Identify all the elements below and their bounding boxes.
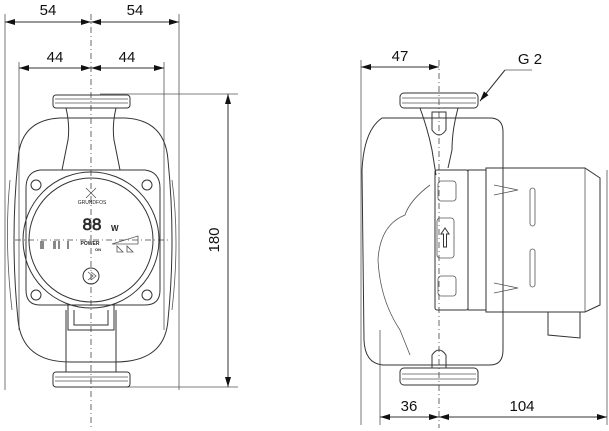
dim-outer-right: 54 xyxy=(127,2,144,19)
pump-housing xyxy=(13,117,173,363)
brand-logo-icon xyxy=(85,187,97,199)
pump-housing xyxy=(361,117,504,366)
dim-inner-left: 44 xyxy=(47,49,64,66)
housing-edge xyxy=(7,179,13,311)
bottom-thread xyxy=(52,371,131,388)
chevron-right-icon xyxy=(87,271,97,281)
head-recess xyxy=(437,180,457,202)
speed-curve-icon xyxy=(111,235,139,245)
pipe-neck xyxy=(65,310,117,372)
terminal-box xyxy=(67,305,115,331)
flow-direction-plate xyxy=(436,217,455,259)
cooling-slot xyxy=(529,248,536,288)
pump-head xyxy=(434,169,469,311)
leader-arrow xyxy=(479,69,506,102)
dim-bottom-right: 104 xyxy=(509,398,534,415)
control-face-outer xyxy=(22,171,160,309)
power-display: 88 xyxy=(83,215,102,234)
mode-indicator-leds xyxy=(40,241,69,249)
cable-plug xyxy=(547,312,581,339)
side-view: 47 G 2 36 104 xyxy=(360,48,608,428)
pipe-neck xyxy=(61,107,121,171)
housing-edge xyxy=(171,179,177,311)
bolt-hole xyxy=(30,179,42,191)
front-view: 54 54 44 44 180 GRUNDFOS xyxy=(4,2,238,428)
cooling-slot xyxy=(529,187,536,227)
power-label: POWER xyxy=(81,241,100,247)
flow-channel xyxy=(431,349,447,369)
bolt-hole xyxy=(30,289,42,301)
bolt-hole xyxy=(141,179,153,191)
mode-button[interactable] xyxy=(82,267,100,285)
dim-bottom-left: 36 xyxy=(401,398,418,415)
dim-inner-right: 44 xyxy=(119,49,136,66)
dim-height: 180 xyxy=(206,227,223,252)
top-thread xyxy=(399,92,479,109)
power-unit: W xyxy=(111,224,119,233)
head-ring xyxy=(467,169,487,311)
motor-flange xyxy=(25,169,161,306)
pipe-neck xyxy=(419,107,459,176)
head-recess xyxy=(437,275,457,297)
control-face xyxy=(28,177,154,303)
pressure-mode-icon xyxy=(116,245,134,253)
dim-outer-left: 54 xyxy=(40,2,57,19)
volute-outline xyxy=(377,184,431,356)
flow-channel xyxy=(431,111,447,136)
mounting-tab xyxy=(493,184,519,294)
power-state: ON xyxy=(95,247,101,252)
bolt-hole xyxy=(141,289,153,301)
dim-top: 47 xyxy=(392,48,409,65)
top-thread xyxy=(52,94,131,109)
thread-label: G 2 xyxy=(518,51,542,68)
brand-label: GRUNDFOS xyxy=(78,200,107,206)
arrow-up-icon xyxy=(440,227,450,248)
